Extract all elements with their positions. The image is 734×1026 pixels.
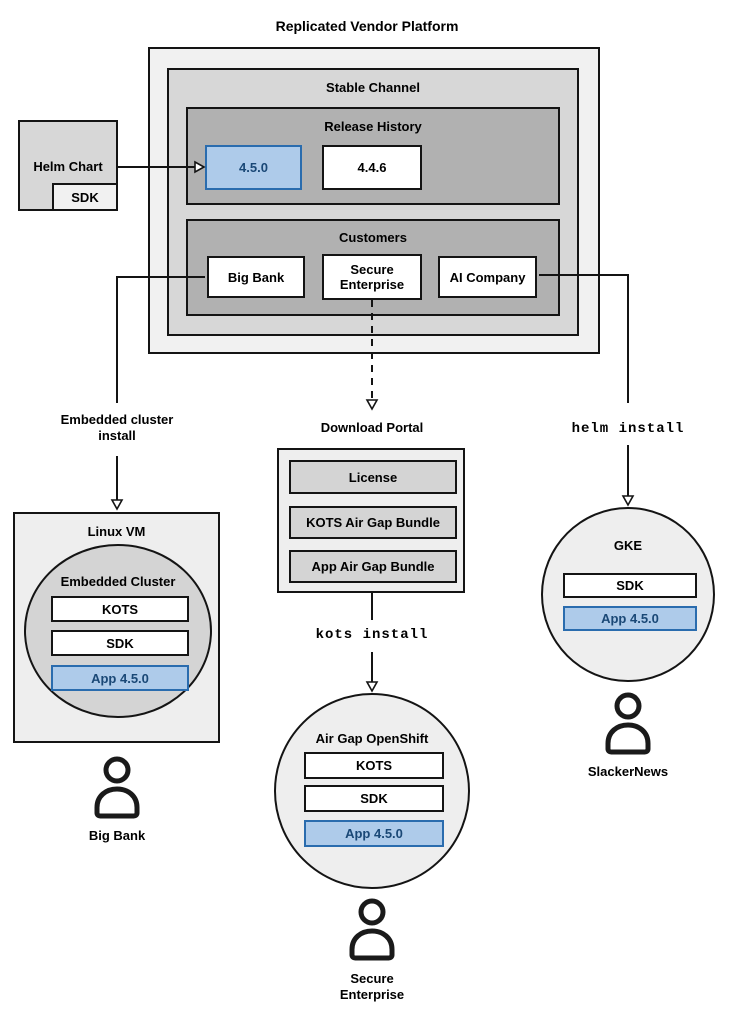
customer-secure-enterprise-box: Secure Enterprise (322, 254, 422, 300)
gke-circle: GKE SDK App 4.5.0 (541, 507, 715, 682)
embedded-cluster-circle: Embedded Cluster KOTS SDK App 4.5.0 (24, 544, 212, 718)
customers-box: Customers Big Bank Secure Enterprise AI … (186, 219, 560, 316)
airgap-openshift-label: Air Gap OpenShift (315, 731, 429, 746)
component-sdk-box: SDK (51, 630, 189, 656)
release-history-box: Release History 4.5.0 4.4.6 (186, 107, 560, 205)
arrowhead-down (110, 499, 124, 511)
linux-vm-label: Linux VM (87, 524, 146, 539)
arrowhead-down (621, 495, 635, 507)
customers-label: Customers (339, 230, 407, 245)
gke-label: GKE (613, 538, 643, 553)
customer-ai-company-box: AI Company (438, 256, 537, 298)
component-app-box: App 4.5.0 (563, 606, 697, 631)
big-bank-user-label: Big Bank (88, 828, 146, 843)
stable-channel-box: Stable Channel Release History 4.5.0 4.4… (167, 68, 579, 336)
airgap-openshift-circle: Air Gap OpenShift KOTS SDK App 4.5.0 (274, 693, 470, 889)
arrowhead-down (365, 681, 379, 693)
kots-airgap-bundle-box: KOTS Air Gap Bundle (289, 506, 457, 539)
helm-sdk-box: SDK (52, 183, 118, 211)
component-kots-box: KOTS (304, 752, 444, 779)
diagram-title: Replicated Vendor Platform (275, 18, 459, 34)
app-airgap-bundle-box: App Air Gap Bundle (289, 550, 457, 583)
download-portal-label: Download Portal (320, 420, 424, 435)
embedded-cluster-install-label: Embedded cluster install (60, 412, 174, 443)
user-icon (605, 692, 651, 755)
kots-install-label: kots install (315, 627, 429, 643)
component-sdk-box: SDK (563, 573, 697, 598)
download-portal-box: License KOTS Air Gap Bundle App Air Gap … (277, 448, 465, 593)
stable-channel-label: Stable Channel (326, 80, 420, 95)
component-kots-box: KOTS (51, 596, 189, 622)
release-history-label: Release History (324, 119, 422, 134)
slackernews-user-label: SlackerNews (587, 764, 669, 779)
license-box: License (289, 460, 457, 494)
linux-vm-box: Linux VM Embedded Cluster KOTS SDK App 4… (13, 512, 220, 743)
component-app-box: App 4.5.0 (304, 820, 444, 847)
component-sdk-box: SDK (304, 785, 444, 812)
user-icon (94, 756, 140, 819)
helm-chart-label: Helm Chart (33, 159, 103, 174)
user-icon (349, 898, 395, 961)
helm-install-label: helm install (571, 421, 685, 437)
component-app-box: App 4.5.0 (51, 665, 189, 691)
embedded-cluster-label: Embedded Cluster (60, 574, 176, 589)
release-446-box: 4.4.6 (322, 145, 422, 190)
arrowhead-down (365, 399, 379, 411)
customer-big-bank-box: Big Bank (207, 256, 305, 298)
secure-enterprise-user-label: Secure Enterprise (339, 971, 405, 1002)
helm-chart-box: Helm Chart SDK (18, 120, 118, 211)
release-450-box: 4.5.0 (205, 145, 302, 190)
